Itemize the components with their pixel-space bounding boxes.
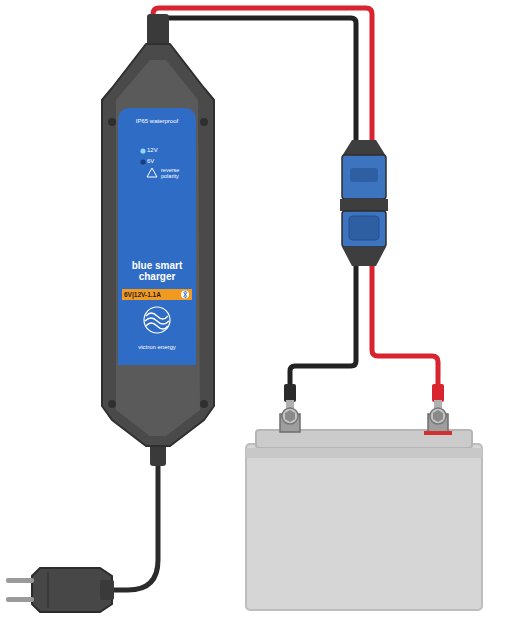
status-leds-part bbox=[140, 148, 145, 153]
ring-lug-part bbox=[434, 400, 442, 408]
inline-fuse-connector-part bbox=[350, 168, 378, 182]
inline-fuse-connector-part bbox=[342, 155, 386, 199]
charger-housing-part bbox=[116, 60, 200, 436]
mains-cord bbox=[104, 430, 166, 590]
charger-front-panel: 6V|12V-1.1A IP65 waterproof 12V 6V reverse p… bbox=[118, 108, 196, 365]
inline-fuse-connector-part bbox=[342, 211, 386, 247]
victron-logo-part bbox=[146, 323, 168, 329]
ring-lug-part bbox=[286, 400, 294, 408]
brand-name: victron energy bbox=[122, 344, 192, 351]
victron-logo-part bbox=[144, 307, 170, 333]
charger-housing-part bbox=[200, 118, 208, 126]
mains-plug-part bbox=[6, 597, 34, 602]
battery-terminal-part bbox=[424, 431, 452, 435]
rating-band-part bbox=[181, 291, 189, 299]
mains-plug-part bbox=[100, 580, 114, 600]
warning-label: reverse polarity bbox=[161, 167, 195, 179]
status-leds-part bbox=[147, 168, 157, 177]
rating-band-part bbox=[184, 291, 188, 298]
charger-housing-part bbox=[102, 44, 214, 446]
ring-lug-part bbox=[282, 408, 298, 424]
rating-band-part bbox=[122, 289, 192, 300]
inline-fuse-connector-part bbox=[349, 216, 379, 240]
victron-logo bbox=[144, 307, 170, 333]
charger-front-panel bbox=[118, 108, 196, 365]
ring-lug-part bbox=[430, 408, 446, 424]
inline-fuse-connector-part bbox=[342, 140, 386, 156]
mains-cord-part bbox=[104, 440, 158, 590]
rating-band: 6V|12V-1.1A bbox=[122, 289, 184, 300]
charger-front-panel-part bbox=[118, 108, 196, 365]
ring-lug-part bbox=[285, 410, 295, 422]
inline-fuse-connector-part bbox=[342, 247, 386, 266]
inline-fuse-connector-part bbox=[340, 199, 388, 211]
mains-plug-part bbox=[47, 572, 49, 608]
battery-terminal bbox=[280, 414, 452, 435]
charger-housing bbox=[102, 14, 214, 446]
charger-housing-part bbox=[108, 400, 116, 408]
led-label: 6V bbox=[147, 158, 177, 165]
status-leds-part bbox=[140, 159, 145, 164]
ip-rating: IP65 waterproof bbox=[135, 118, 179, 125]
ring-lug-part bbox=[433, 410, 443, 422]
battery-part bbox=[246, 448, 482, 458]
ring-lug bbox=[282, 384, 446, 424]
charger-housing-part bbox=[108, 118, 116, 126]
mains-plug bbox=[6, 568, 114, 612]
battery bbox=[246, 430, 482, 610]
charger-housing-part bbox=[147, 14, 169, 46]
product-name: blue smart charger bbox=[122, 260, 192, 282]
ring-lug-part bbox=[284, 384, 296, 402]
charger-housing-part bbox=[200, 400, 208, 408]
mains-plug-part bbox=[6, 578, 34, 583]
battery-part bbox=[246, 444, 482, 610]
voltage-rating: 6V|12V-1.1A bbox=[124, 291, 182, 298]
rating-band bbox=[122, 289, 192, 300]
led-label: 12V bbox=[147, 147, 177, 154]
inline-fuse-connector bbox=[340, 140, 388, 266]
ring-lug-part bbox=[432, 384, 444, 402]
